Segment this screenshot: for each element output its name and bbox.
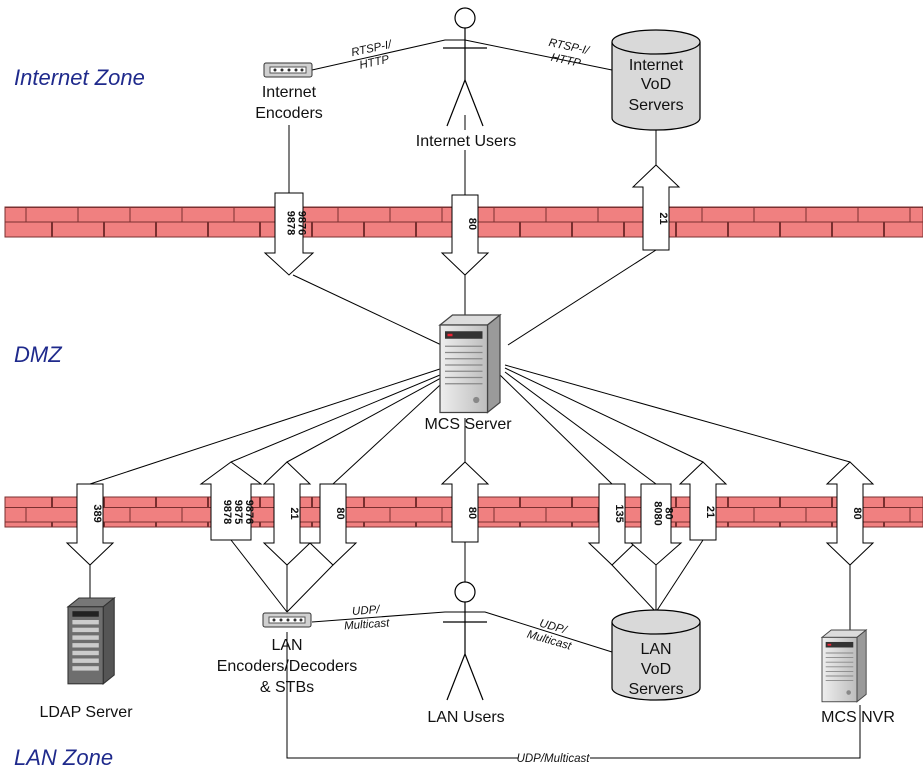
lan-encoders-label-3: & STBs: [260, 679, 314, 696]
internet-vod-label-3: Servers: [628, 97, 683, 114]
port-arrow-ldap: [65, 483, 115, 566]
udp-bottom-bg: [518, 751, 590, 764]
port-arrow-enc-a: [199, 461, 263, 541]
port-label-top-encoders-1: 9878: [285, 211, 297, 235]
mcs-server-icon: [439, 314, 501, 414]
port-label-vod-a-0: 135: [613, 504, 625, 522]
internet-vod-storage: [611, 29, 701, 131]
port-arrow-nvr: [825, 461, 875, 566]
rtsp-label-right: RTSP-I/ HTTP: [547, 37, 591, 70]
dmz-label: DMZ: [14, 342, 63, 367]
udp-label-right: UDP/ Multicast: [526, 618, 574, 653]
port-arrow-enc-b: [262, 461, 312, 566]
mcs-server-label: MCS Server: [424, 416, 512, 433]
lan-encoders-label-2: Encoders/Decoders: [217, 658, 358, 675]
port-arrow-top-encoders: [263, 192, 315, 276]
udp-label-left: UDP/ Multicast: [344, 604, 391, 633]
port-arrow-lan-users: [440, 461, 490, 543]
svg-text:Multicast: Multicast: [344, 617, 391, 632]
lan-vod-storage: [611, 609, 701, 701]
internet-users-label-bg: [406, 130, 526, 150]
port-label-ldap-0: 389: [91, 504, 103, 522]
port-label-enc-a-0: 9876: [243, 500, 255, 524]
internet-user-icon: [442, 7, 488, 127]
port-label-top-users-0: 80: [466, 218, 478, 230]
port-label-enc-a-2: 9878: [221, 500, 233, 524]
internet-vod-label-2: VoD: [641, 76, 671, 93]
port-label-enc-c-0: 80: [334, 507, 346, 519]
port-label-nvr-0: 80: [851, 507, 863, 519]
port-arrow-vod-b: [629, 483, 683, 566]
internet-encoders-label-1: Internet: [262, 84, 317, 101]
port-label-vod-b-0: 80: [663, 507, 675, 519]
port-label-vod-c-0: 21: [704, 506, 716, 518]
port-label-vod-b-1: 8080: [652, 501, 664, 525]
lan-vod-label-3: Servers: [628, 681, 683, 698]
internet-zone-label: Internet Zone: [14, 65, 145, 90]
internet-vod-label-1: Internet: [629, 57, 684, 74]
lan-zone-label: LAN Zone: [14, 745, 113, 770]
port-label-lan-users-0: 80: [466, 507, 478, 519]
lan-users-label: LAN Users: [427, 709, 504, 726]
port-arrow-enc-c: [308, 483, 358, 566]
port-arrow-vod-a: [587, 483, 637, 566]
port-label-top-vod-0: 21: [657, 212, 669, 224]
mcs-nvr-label: MCS NVR: [821, 709, 895, 726]
port-label-enc-a-1: 9875: [232, 500, 244, 524]
lan-encoder-device: [262, 612, 312, 628]
mcs-nvr-icon: [821, 629, 867, 703]
internet-users-label: Internet Users: [416, 133, 516, 150]
port-label-top-encoders-0: 9876: [296, 211, 308, 235]
port-arrow-top-vod: [631, 164, 681, 251]
internet-encoder-device: [263, 62, 313, 78]
lan-vod-label-1: LAN: [640, 641, 671, 658]
internet-encoders-label-2: Encoders: [255, 105, 323, 122]
ldap-server-label: LDAP Server: [39, 704, 133, 721]
dmz-connections: [89, 249, 851, 485]
ldap-server-icon: [67, 597, 115, 685]
svg-text:UDP/: UDP/: [352, 604, 382, 618]
port-arrow-top-users: [440, 194, 490, 276]
internet-connections: [288, 39, 657, 195]
lan-user-icon: [442, 581, 488, 701]
lan-vod-label-2: VoD: [641, 661, 671, 678]
port-label-enc-b-0: 21: [288, 507, 300, 519]
udp-label-bottom: UDP/Multicast: [517, 753, 591, 765]
port-arrow-vod-c: [678, 461, 728, 541]
lan-encoders-label-1: LAN: [271, 637, 302, 654]
